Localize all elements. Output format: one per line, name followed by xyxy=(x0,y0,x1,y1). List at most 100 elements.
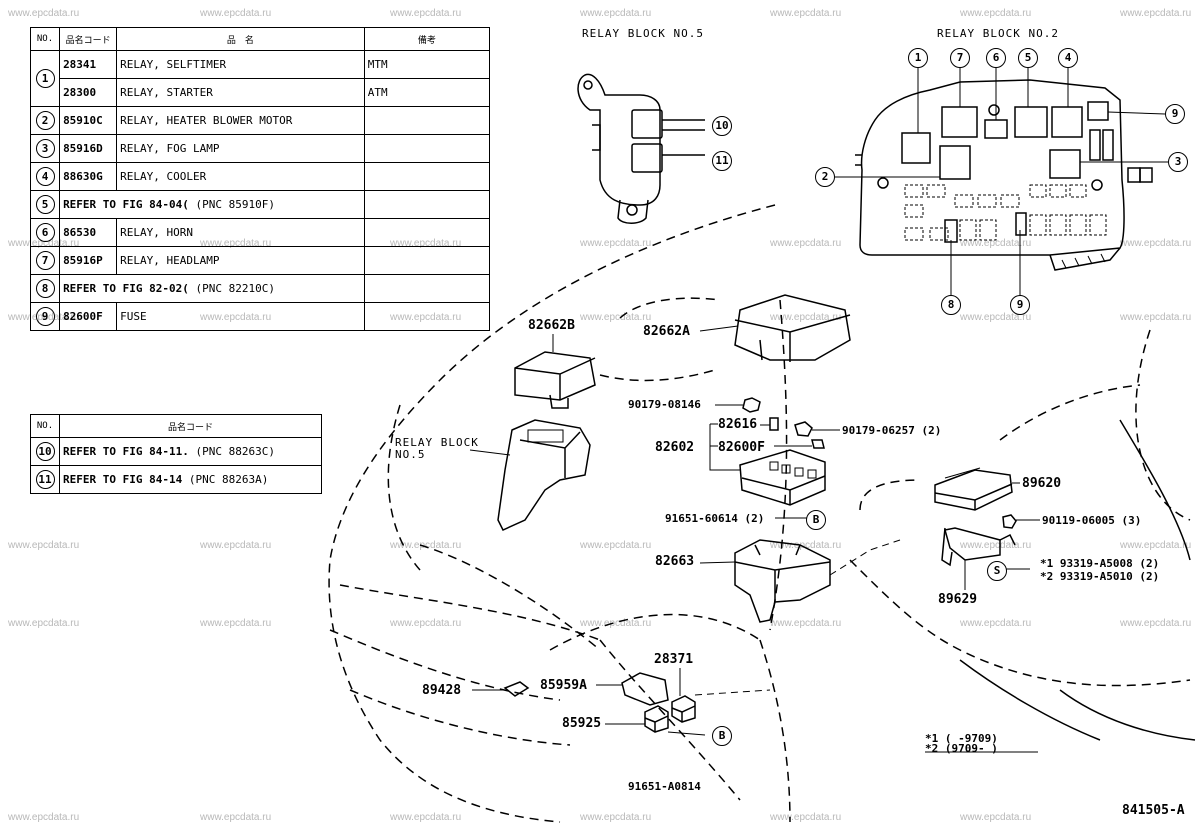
relay-block-2-leaders xyxy=(835,67,1168,295)
mark-b-upper: B xyxy=(806,510,826,530)
header-code: 品名コード xyxy=(59,27,118,51)
pnc-text: (PNC 85910F) xyxy=(195,198,276,211)
mark-b-lower: B xyxy=(712,726,732,746)
table-row: 10 REFER TO FIG 84-11. (PNC 88263C) xyxy=(30,437,322,466)
reference-text: REFER TO FIG 84-11. xyxy=(63,445,189,458)
vehicle-outline xyxy=(328,204,1191,823)
footnote-2: *2 (9709- ) xyxy=(925,742,998,755)
pnc-text: (PNC 82210C) xyxy=(195,282,276,295)
parts-table: NO. 品名コード 品 名 備考 1 28341 RELAY, SELFTIME… xyxy=(29,27,491,331)
row-number: 2 xyxy=(35,111,55,130)
part-85925-drawing xyxy=(605,705,706,736)
fuse-parts-drawing xyxy=(709,417,840,471)
label-91651-a0814: 91651-A0814 xyxy=(628,780,701,793)
table-row: 11 REFER TO FIG 84-14 (PNC 88263A) xyxy=(30,465,322,494)
label-85925: 85925 xyxy=(562,716,602,731)
part-85959a-drawing xyxy=(596,672,669,706)
part-note xyxy=(363,106,491,135)
header-name: 品 名 xyxy=(116,27,365,51)
relay-block-5-title: RELAY BLOCK NO.5 xyxy=(582,27,704,40)
label-82602: 82602 xyxy=(655,440,695,455)
table-row: 6 86530 RELAY, HORN xyxy=(29,218,491,247)
relay-block-2-drawing xyxy=(855,79,1153,271)
figure-number: 841505-A xyxy=(1122,803,1185,818)
row-number: 10 xyxy=(35,442,55,461)
callout-5: 5 xyxy=(1018,48,1038,68)
part-82662a-drawing xyxy=(699,294,851,362)
part-82602-drawing xyxy=(739,449,826,506)
label-90179-08146: 90179-08146 xyxy=(628,398,701,411)
part-28371-drawing xyxy=(671,668,771,723)
part-89620-drawing xyxy=(934,467,1020,511)
reference-cell: REFER TO FIG 84-14 (PNC 88263A) xyxy=(59,465,322,494)
part-89629-drawing xyxy=(941,527,1016,590)
label-82663: 82663 xyxy=(655,554,695,569)
row-number: 3 xyxy=(35,139,55,158)
part-name: RELAY, HEADLAMP xyxy=(116,246,365,275)
callout-1: 1 xyxy=(908,48,928,68)
bolt-90119-06005-drawing xyxy=(1002,514,1040,529)
row-number-cell: 9 xyxy=(29,302,61,331)
part-name: RELAY, HORN xyxy=(116,218,365,247)
part-code: 85916P xyxy=(59,246,118,275)
row-number: 5 xyxy=(35,195,55,214)
callout-9-bottom: 9 xyxy=(1010,295,1030,315)
callout-11: 11 xyxy=(712,151,732,171)
row-number: 4 xyxy=(35,167,55,186)
table-row: 5 REFER TO FIG 84-04( (PNC 85910F) xyxy=(29,190,491,219)
header-note: 備考 xyxy=(363,27,491,51)
reference-cell: REFER TO FIG 82-02( (PNC 82210C) xyxy=(59,274,365,303)
reference-text: REFER TO FIG 82-02( xyxy=(63,282,189,295)
callout-9-top: 9 xyxy=(1165,104,1185,124)
part-name: RELAY, HEATER BLOWER MOTOR xyxy=(116,106,365,135)
part-note: MTM xyxy=(363,50,491,79)
header-no: NO. xyxy=(29,27,61,51)
part-name: FUSE xyxy=(116,302,365,331)
label-82662b: 82662B xyxy=(528,318,575,333)
label-89428: 89428 xyxy=(422,683,462,698)
row-number: 6 xyxy=(35,223,55,242)
nut-90179-08146-drawing xyxy=(715,397,761,413)
row-number-cell: 10 xyxy=(30,437,60,466)
relay-block-5-label-line1: RELAY BLOCK xyxy=(395,436,479,449)
table-row: 8 REFER TO FIG 82-02( (PNC 82210C) xyxy=(29,274,491,303)
row-number: 7 xyxy=(35,251,55,270)
table-row: 7 85916P RELAY, HEADLAMP xyxy=(29,246,491,275)
label-82616: 82616 xyxy=(718,417,758,432)
row-number-cell: 7 xyxy=(29,246,61,275)
label-28371: 28371 xyxy=(654,652,694,667)
callout-2: 2 xyxy=(815,167,835,187)
row-number-cell: 2 xyxy=(29,106,61,135)
table-header-row: NO. 品名コード 品 名 備考 xyxy=(29,27,491,51)
part-82662b-drawing xyxy=(514,334,596,409)
label-82662a: 82662A xyxy=(643,324,690,339)
callout-10: 10 xyxy=(712,116,732,136)
label-85959a: 85959A xyxy=(540,678,587,693)
row-number-cell: 6 xyxy=(29,218,61,247)
part-code: 86530 xyxy=(59,218,118,247)
pnc-text: (PNC 88263C) xyxy=(195,445,275,458)
relay-block-5-drawing xyxy=(577,73,705,224)
mark-s: S xyxy=(987,561,1007,581)
pnc-text: (PNC 88263A) xyxy=(188,473,269,486)
footnote-1: *1 ( -9709) xyxy=(925,732,998,745)
part-code: 85916D xyxy=(59,134,118,163)
part-note xyxy=(363,302,491,331)
row-number-cell: 1 xyxy=(29,50,61,107)
part-code: 82600F xyxy=(59,302,118,331)
relay-block-2-title: RELAY BLOCK NO.2 xyxy=(937,27,1059,40)
reference-cell: REFER TO FIG 84-04( (PNC 85910F) xyxy=(59,190,365,219)
label-93319-a5010: *2 93319-A5010 (2) xyxy=(1040,570,1160,583)
row-number: 9 xyxy=(35,307,55,326)
callout-3: 3 xyxy=(1168,152,1188,172)
part-code: 28300 xyxy=(59,78,118,107)
part-89428-drawing xyxy=(472,681,530,697)
row-number: 11 xyxy=(35,470,55,489)
reference-text: REFER TO FIG 84-04( xyxy=(63,198,189,211)
part-note xyxy=(363,134,491,163)
reference-table: NO. 品名コード 10 REFER TO FIG 84-11. (PNC 88… xyxy=(30,414,322,494)
label-90179-06257: 90179-06257 (2) xyxy=(842,424,942,437)
reference-cell: REFER TO FIG 84-11. (PNC 88263C) xyxy=(59,437,322,466)
table-row: 28300 RELAY, STARTER ATM xyxy=(31,78,491,107)
